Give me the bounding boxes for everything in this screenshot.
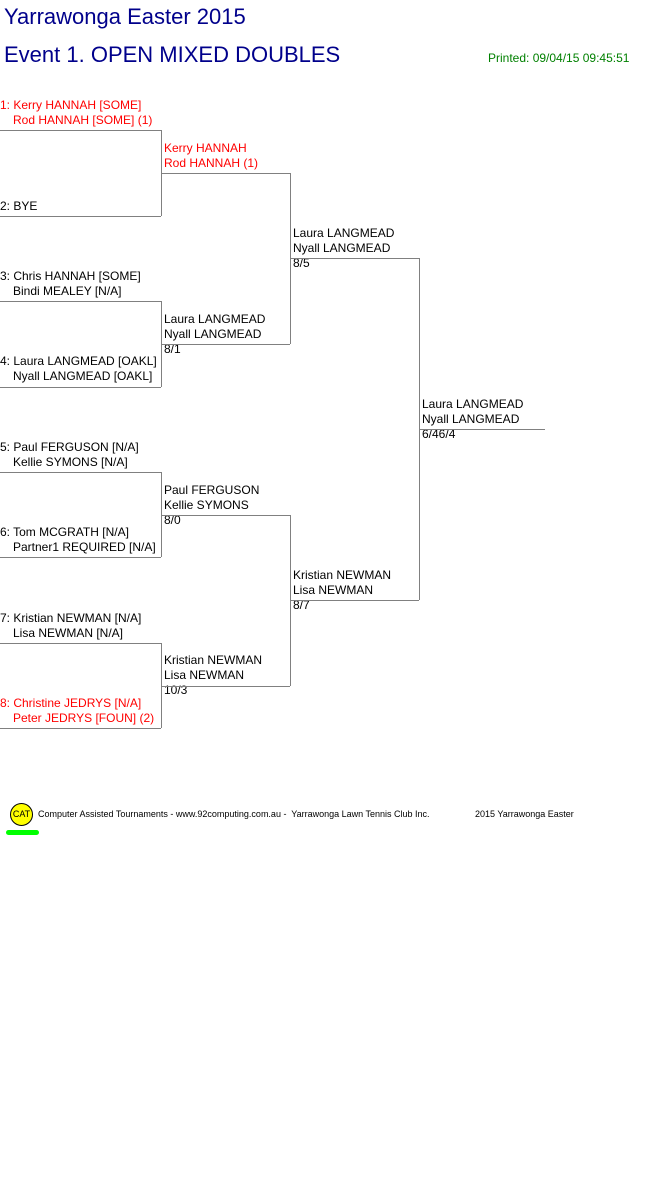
bracket-line — [0, 557, 161, 558]
entry-line: Bindi MEALEY [N/A] — [13, 284, 122, 298]
bracket-line — [161, 173, 290, 174]
entry-line: Peter JEDRYS [FOUN] (2) — [13, 711, 155, 725]
bracket-line — [161, 515, 290, 516]
entry-8: 8: Christine JEDRYS [N/A]Peter JEDRYS [F… — [0, 696, 154, 726]
match-score: 8/1 — [164, 342, 181, 356]
winner-line: Rod HANNAH (1) — [164, 156, 259, 170]
bracket-line — [419, 429, 545, 430]
entry-7: 7: Kristian NEWMAN [N/A]Lisa NEWMAN [N/A… — [0, 611, 141, 641]
entry-line: 8: Christine JEDRYS [N/A] — [0, 696, 142, 710]
bracket-line — [161, 472, 162, 557]
footer-event: 2015 Yarrawonga Easter — [475, 809, 574, 819]
bracket-line — [0, 643, 161, 644]
entry-line: 3: Chris HANNAH [SOME] — [0, 269, 141, 283]
winner-line: Nyall LANGMEAD — [422, 412, 520, 426]
entry-line: Rod HANNAH [SOME] (1) — [13, 113, 153, 127]
entry-line: 6: Tom MCGRATH [N/A] — [0, 525, 129, 539]
entry-6: 6: Tom MCGRATH [N/A]Partner1 REQUIRED [N… — [0, 525, 156, 555]
logo-underline — [6, 830, 39, 835]
match-score: 6/46/4 — [422, 427, 456, 441]
bracket-line — [161, 686, 290, 687]
entry-line: Nyall LANGMEAD [OAKL] — [13, 369, 153, 383]
entry-3: 3: Chris HANNAH [SOME]Bindi MEALEY [N/A] — [0, 269, 141, 299]
match-score: 8/0 — [164, 513, 181, 527]
bracket-line — [290, 258, 419, 259]
entry-1: 1: Kerry HANNAH [SOME]Rod HANNAH [SOME] … — [0, 98, 152, 128]
winner-line: Lisa NEWMAN — [164, 668, 245, 682]
match-score: 8/5 — [293, 256, 310, 270]
entry-line: 1: Kerry HANNAH [SOME] — [0, 98, 142, 112]
entry-line: 5: Paul FERGUSON [N/A] — [0, 440, 139, 454]
entry-4: 4: Laura LANGMEAD [OAKL]Nyall LANGMEAD [… — [0, 354, 157, 384]
winner-line: Kerry HANNAH — [164, 141, 247, 155]
entry-line: 2: BYE — [0, 199, 38, 213]
footer-credit: Computer Assisted Tournaments - www.92co… — [38, 809, 430, 819]
winner-line: Kristian NEWMAN — [164, 653, 263, 667]
winner-line: Nyall LANGMEAD — [293, 241, 391, 255]
printed-timestamp: Printed: 09/04/15 09:45:51 — [488, 51, 630, 65]
entry-5: 5: Paul FERGUSON [N/A]Kellie SYMONS [N/A… — [0, 440, 139, 470]
winner-line: Lisa NEWMAN — [293, 583, 374, 597]
winner-line: Kellie SYMONS — [164, 498, 249, 512]
winner-line: Laura LANGMEAD — [164, 312, 266, 326]
bracket-line — [0, 216, 161, 217]
entry-line: Partner1 REQUIRED [N/A] — [13, 540, 156, 554]
entry-2: 2: BYE — [0, 199, 37, 214]
entry-line: Lisa NEWMAN [N/A] — [13, 626, 124, 640]
event-title: Event 1. OPEN MIXED DOUBLES — [4, 42, 341, 67]
winner-line: Kristian NEWMAN — [293, 568, 392, 582]
bracket-line — [0, 130, 161, 131]
bracket-line — [0, 301, 161, 302]
winner-line: Laura LANGMEAD — [422, 397, 524, 411]
entry-line: 7: Kristian NEWMAN [N/A] — [0, 611, 142, 625]
bracket-line — [0, 728, 161, 729]
entry-line: 4: Laura LANGMEAD [OAKL] — [0, 354, 157, 368]
match-score: 8/7 — [293, 598, 310, 612]
bracket-line — [290, 600, 419, 601]
winner-line: Paul FERGUSON — [164, 483, 260, 497]
bracket-line — [161, 643, 162, 728]
tournament-title: Yarrawonga Easter 2015 — [4, 4, 246, 29]
winner-line: Nyall LANGMEAD — [164, 327, 262, 341]
bracket-line — [0, 472, 161, 473]
entry-line: Kellie SYMONS [N/A] — [13, 455, 128, 469]
bracket-line — [161, 344, 290, 345]
cat-logo: CAT — [10, 803, 33, 826]
bracket-line — [0, 387, 161, 388]
winner-line: Laura LANGMEAD — [293, 226, 395, 240]
